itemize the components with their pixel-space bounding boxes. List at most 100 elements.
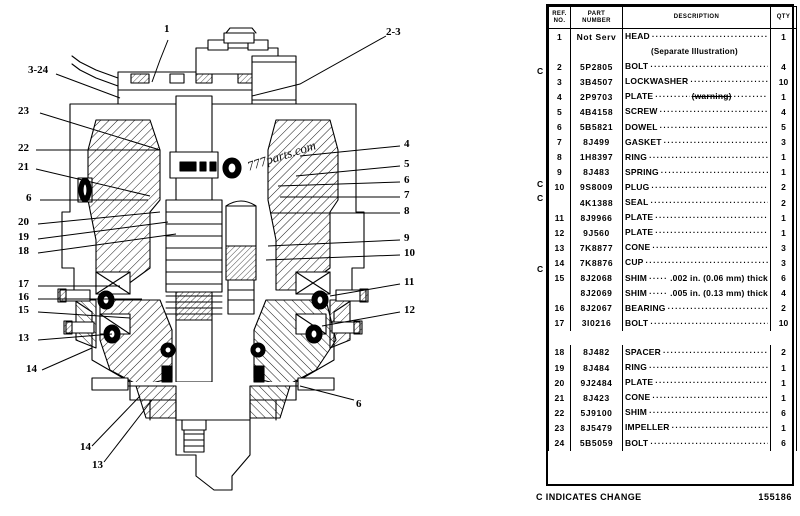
cell-qty: 1	[770, 89, 797, 105]
cell-qty: 1	[770, 210, 797, 226]
cell-part-number: 4K1388	[570, 195, 623, 211]
assembly-cross-section-drawing	[35, 27, 401, 491]
cell-qty: 1	[770, 375, 797, 391]
description-leader-dots: ········································…	[655, 213, 768, 223]
cell-description: SPRING··································…	[622, 164, 771, 180]
cell-part-number: 8J499	[570, 134, 623, 150]
cell-part-number: 8J2068	[570, 270, 623, 286]
cell-qty: 2	[770, 300, 797, 316]
cell-qty: 4	[770, 59, 797, 75]
cell-description: BOLT····································…	[622, 59, 771, 75]
description-text: SHIM	[625, 272, 648, 283]
top-cover-assembly	[117, 27, 297, 109]
description-leader-dots: ········································…	[652, 243, 768, 253]
parts-table-header-row: REF. NO. PART NUMBER DESCRIPTION QTY	[548, 6, 797, 29]
description-text: SPACER	[625, 346, 661, 357]
cell-description: BEARING·································…	[622, 300, 771, 316]
cell-part-number: 9J560	[570, 225, 623, 241]
cell-description: RING····································…	[622, 360, 771, 376]
callout-leader-lines	[35, 35, 401, 463]
description-text: SCREW	[625, 106, 658, 117]
table-row: 78J499GASKET····························…	[548, 134, 797, 150]
cell-description: PLUG····································…	[622, 179, 771, 196]
cell-qty: 6	[770, 270, 797, 286]
right-bearing-pack	[295, 271, 331, 344]
cell-qty: 3	[770, 255, 797, 271]
description-text: SEAL	[625, 197, 649, 208]
cell-description: SHIM····································…	[622, 405, 771, 421]
cell-description: RING····································…	[622, 149, 771, 165]
cell-qty: 10	[770, 315, 797, 331]
callout-3-24: 3-24	[28, 64, 49, 76]
cell-ref-no: 20	[548, 375, 571, 391]
cell-qty: 1	[770, 164, 797, 180]
description-tail-text: .005 in. (0.13 mm) thick	[670, 287, 768, 298]
callout-21: 21	[18, 161, 29, 173]
cell-description: PLATE···································…	[622, 375, 771, 391]
assembly-drawing-panel: 1 2-3 3-24 23 22 21 6 20 19 18 17 16 15 …	[18, 23, 415, 491]
cell-qty: 4	[770, 104, 797, 120]
table-row: 33B4507LOCKWASHER·······················…	[548, 74, 797, 90]
description-text: PLATE	[625, 91, 654, 102]
callout-23: 23	[18, 105, 29, 117]
piston-stack	[225, 200, 257, 315]
cell-qty	[770, 44, 797, 60]
callout-20: 20	[18, 216, 29, 228]
left-bearing-pack	[95, 271, 131, 344]
table-row-spacer	[548, 330, 797, 345]
callout-9: 9	[404, 232, 410, 244]
description-text: PLATE	[625, 227, 654, 238]
description-leader-dots: ········································…	[650, 62, 768, 72]
cell-ref-no: 23	[548, 420, 571, 436]
cell-ref-no: 14	[548, 255, 571, 271]
cell-part-number: 5P2805	[570, 59, 623, 75]
cell-ref-no: 18	[548, 344, 571, 361]
cell-ref-no: 8	[548, 149, 571, 165]
callout-7: 7	[404, 189, 410, 201]
cell-ref-no: 6	[548, 119, 571, 135]
description-leader-dots: ········································…	[663, 137, 768, 147]
description-leader-dots-2: ········································…	[733, 92, 768, 102]
central-shaft-assembly	[165, 95, 223, 453]
cell-qty: 1	[770, 225, 797, 241]
cell-part-number: 4B4158	[570, 104, 623, 120]
callout-12: 12	[404, 304, 415, 316]
cell-description: SHIM····································…	[622, 285, 771, 301]
change-indicator-row-17: C	[537, 264, 544, 274]
callout-10: 10	[404, 247, 415, 259]
description-leader-dots: ········································…	[690, 77, 768, 87]
callout-1: 1	[164, 23, 170, 35]
cell-ref-no: 3	[548, 74, 571, 90]
description-leader-dots: ········································…	[659, 122, 768, 132]
description-text: GASKET	[625, 136, 662, 147]
change-indicator-row-11: C	[537, 179, 544, 189]
cell-part-number: 8J5479	[570, 420, 623, 436]
cell-qty: 3	[770, 240, 797, 256]
cell-qty: 3	[770, 134, 797, 150]
callout-15: 15	[18, 304, 29, 316]
cell-part-number: 3B4507	[570, 74, 623, 90]
cell-part-number: 8J482	[570, 344, 623, 361]
cell-description: BOLT····································…	[622, 315, 771, 331]
cell-part-number: 8J483	[570, 164, 623, 180]
cell-ref-no: 19	[548, 360, 571, 376]
description-text: SHIM	[625, 287, 648, 298]
cell-description: PLATE ···································…	[622, 89, 771, 105]
description-leader-dots: ········································…	[645, 258, 768, 268]
cell-qty: 6	[770, 435, 797, 451]
description-leader-dots: ········································…	[649, 273, 668, 283]
description-text: PLUG	[625, 181, 650, 192]
